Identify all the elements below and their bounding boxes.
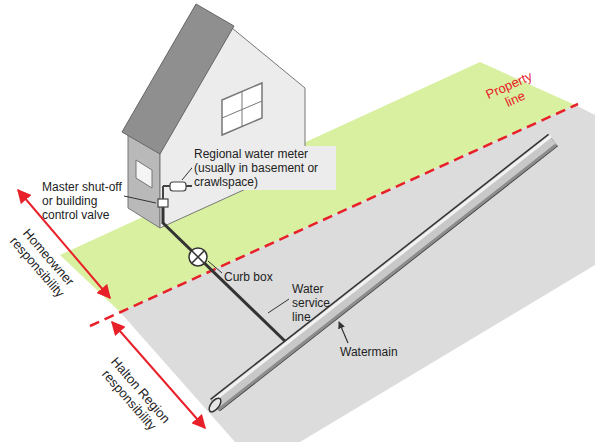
service-line-label: Water service line <box>292 282 346 324</box>
curb-box-symbol <box>189 248 207 266</box>
water-service-line <box>163 223 290 346</box>
valve-label: Master shut-off or building control valv… <box>42 180 124 222</box>
leader-line <box>268 299 289 313</box>
property-line <box>90 104 578 326</box>
leader-line <box>124 196 156 203</box>
curb-box-label: Curb box <box>224 270 294 284</box>
water-meter <box>163 182 192 191</box>
road-allowance <box>120 105 595 442</box>
leader-line <box>208 261 222 273</box>
watermain-label: Watermain <box>340 345 420 359</box>
pointer-arrow <box>339 322 348 343</box>
house <box>122 4 305 228</box>
meter-label: Regional water meter (usually in basemen… <box>192 146 336 190</box>
shut-off-valve <box>158 186 168 207</box>
